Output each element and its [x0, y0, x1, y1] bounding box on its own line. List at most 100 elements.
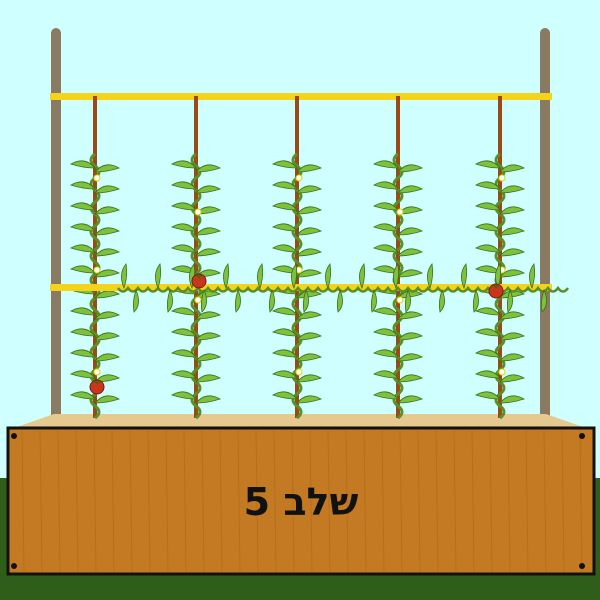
leaf: [257, 263, 264, 290]
wood-grain: [21, 429, 583, 573]
leaf: [70, 391, 96, 400]
planter-box: [6, 426, 596, 576]
leaf: [373, 391, 399, 400]
leaf: [397, 164, 423, 173]
box-screw: [579, 563, 585, 569]
leaf: [397, 353, 423, 362]
tomato-calyx: [93, 380, 101, 384]
flower: [295, 368, 303, 376]
leaf: [94, 290, 120, 299]
leaf: [404, 288, 411, 313]
leaf: [70, 181, 96, 190]
flower: [498, 174, 506, 182]
leaf: [373, 160, 399, 169]
leaf: [195, 248, 221, 257]
tomato: [89, 379, 105, 395]
leaf: [475, 181, 501, 190]
leaf: [268, 288, 275, 313]
leaf: [70, 307, 96, 316]
right-post: [540, 28, 550, 426]
leaf: [506, 288, 513, 313]
leaf: [495, 263, 502, 290]
leaf: [397, 248, 423, 257]
grain-line: [435, 429, 439, 573]
box-screw: [579, 433, 585, 439]
leaf: [373, 223, 399, 232]
plants: [70, 96, 525, 420]
leaf: [195, 227, 221, 236]
leaf: [195, 206, 221, 215]
leaf: [70, 160, 96, 169]
grain-line: [165, 429, 169, 573]
leaf: [94, 248, 120, 257]
flower: [93, 174, 101, 182]
leaf: [373, 328, 399, 337]
leaf: [272, 202, 298, 211]
leaf: [393, 263, 400, 290]
leaf: [94, 269, 120, 278]
leaf: [272, 391, 298, 400]
leaf: [200, 288, 207, 313]
leaf: [272, 349, 298, 358]
leaf: [472, 288, 479, 313]
leaf: [296, 311, 322, 320]
top-wire: [50, 93, 552, 100]
leaf: [171, 328, 197, 337]
leaf: [475, 328, 501, 337]
grain-line: [543, 429, 547, 573]
support-string: [194, 96, 198, 418]
grain-line: [525, 429, 529, 573]
leaf: [296, 164, 322, 173]
leaf: [171, 181, 197, 190]
leaf: [397, 185, 423, 194]
leaf: [373, 370, 399, 379]
leaf: [499, 353, 525, 362]
leaf: [291, 263, 298, 290]
leaf: [234, 288, 241, 313]
leaf: [397, 374, 423, 383]
leaf: [171, 307, 197, 316]
grain-line: [273, 429, 277, 573]
leaf: [373, 202, 399, 211]
support-string: [295, 96, 299, 418]
leaf: [296, 227, 322, 236]
leaf: [325, 263, 332, 290]
leaf: [397, 332, 423, 341]
leaf: [70, 202, 96, 211]
grain-line: [327, 429, 331, 573]
leaf: [296, 332, 322, 341]
grain-line: [579, 429, 583, 573]
flower: [396, 296, 404, 304]
grain-line: [39, 429, 43, 573]
tomato-plant: [272, 96, 322, 420]
leaf: [272, 160, 298, 169]
leaf: [499, 395, 525, 404]
leaf: [296, 269, 322, 278]
leaf: [223, 263, 230, 290]
tomatoes: [89, 273, 504, 395]
leaf: [499, 374, 525, 383]
leaf: [475, 244, 501, 253]
grain-line: [93, 429, 97, 573]
grain-line: [309, 429, 313, 573]
tomato-plant: [171, 96, 221, 420]
left-post: [51, 28, 61, 426]
leaf: [529, 263, 536, 290]
leaf: [475, 349, 501, 358]
support-string: [396, 96, 400, 418]
soil-surface: [14, 414, 586, 428]
flower: [396, 208, 404, 216]
leaf: [94, 353, 120, 362]
leaf: [296, 353, 322, 362]
leaf: [171, 391, 197, 400]
leaf: [397, 311, 423, 320]
leaf: [336, 288, 343, 313]
middle-wire: [50, 284, 552, 291]
leaf: [171, 349, 197, 358]
leaf: [70, 265, 96, 274]
grain-line: [147, 429, 151, 573]
box-screw: [11, 433, 17, 439]
leaf: [70, 349, 96, 358]
grain-line: [237, 429, 241, 573]
